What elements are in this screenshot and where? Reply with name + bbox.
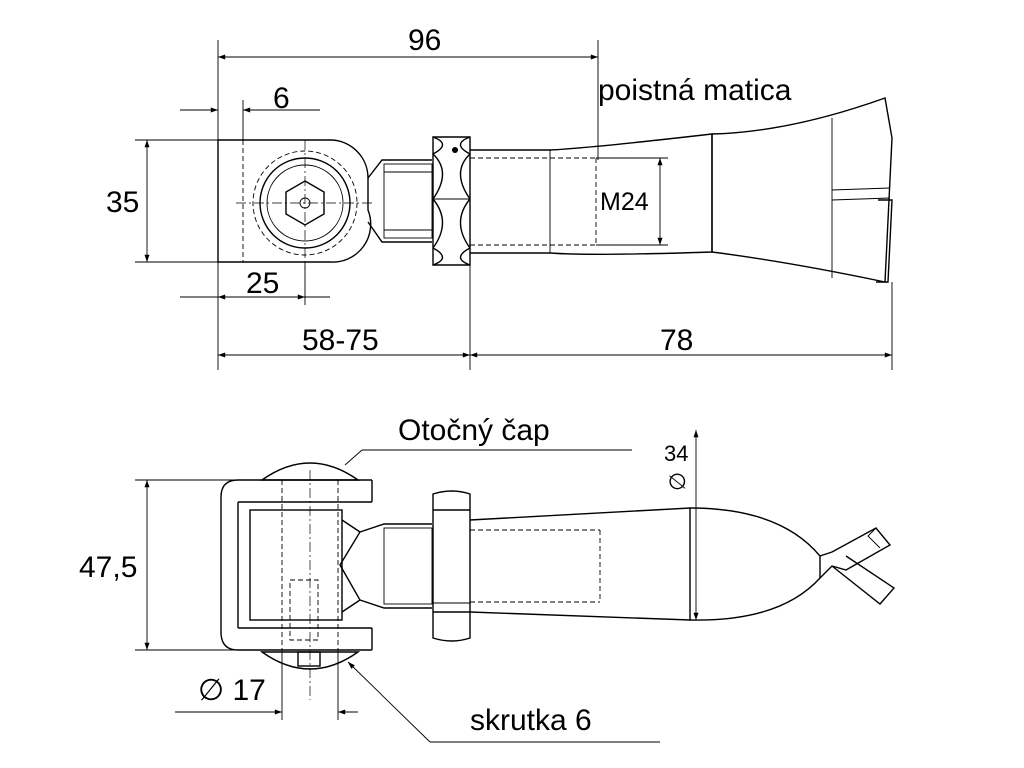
bottom-dimensions — [135, 430, 699, 743]
dim-eye-height: 35 — [106, 186, 139, 219]
label-screw: skrutka 6 — [470, 704, 592, 737]
dim-eye-center: 25 — [246, 267, 279, 300]
bottom-view — [220, 462, 896, 700]
dim-overall-length: 96 — [408, 24, 441, 57]
dim-thread-size: M24 — [600, 188, 649, 216]
top-dimensions — [135, 40, 893, 370]
dim-cone-diameter: 34 — [664, 441, 688, 466]
dim-eye-offset: 6 — [273, 82, 290, 115]
dim-tail-length: 78 — [660, 324, 693, 357]
dim-adjust-range: 58-75 — [302, 324, 379, 357]
dim-cone-diameter-symbol: ∅ — [665, 472, 690, 491]
dim-fork-height: 47,5 — [79, 551, 137, 584]
top-view — [217, 97, 893, 283]
label-pivot-pin: Otočný čap — [398, 414, 550, 447]
dim-pin-diameter: ∅ 17 — [198, 674, 266, 707]
label-lock-nut: poistná matica — [598, 74, 792, 107]
